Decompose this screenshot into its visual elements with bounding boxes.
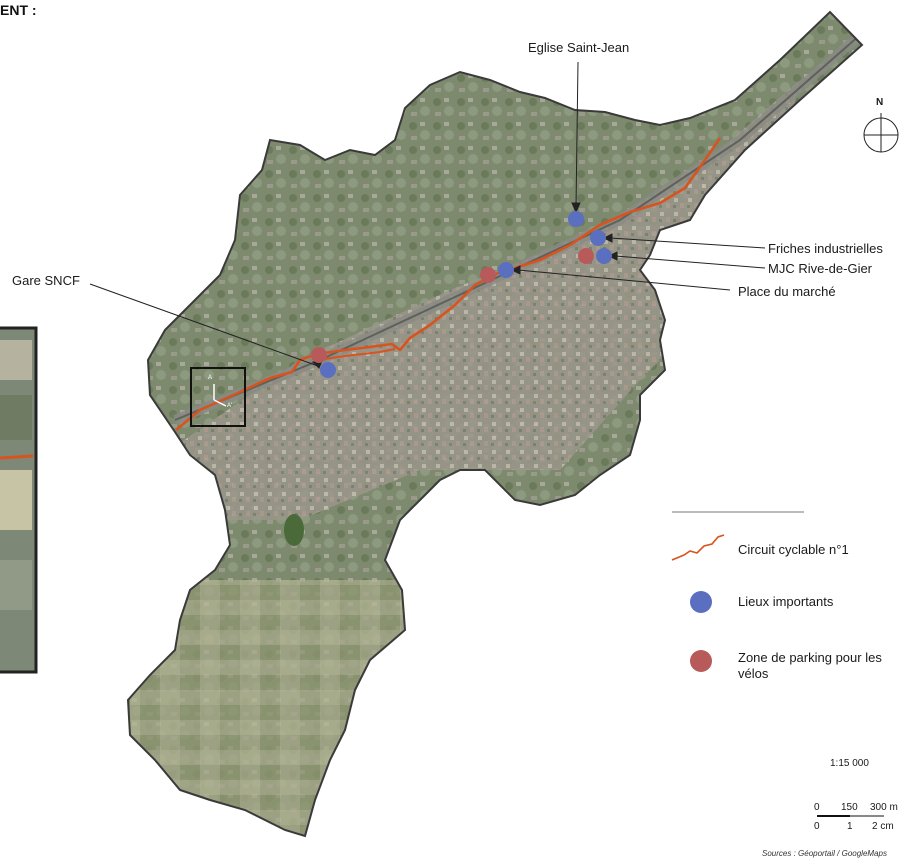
- legend-route-label: Circuit cyclable n°1: [738, 542, 849, 557]
- place-marker: [498, 262, 514, 278]
- legend-places-label: Lieux importants: [738, 594, 834, 609]
- north-arrow-icon: [863, 113, 899, 153]
- place-points[interactable]: [320, 211, 612, 378]
- scale-cm-2: 2 cm: [872, 821, 894, 832]
- scale-m-0: 0: [814, 802, 820, 813]
- scale-m-300: 300 m: [870, 802, 898, 813]
- header-fragment: ENT :: [0, 2, 37, 18]
- north-label: N: [876, 97, 884, 108]
- parking-marker: [480, 267, 496, 283]
- parking-marker: [578, 248, 594, 264]
- legend-places-icon: [690, 591, 712, 613]
- place-marker: [320, 362, 336, 378]
- scale-cm-0: 0: [814, 821, 820, 832]
- inset-mark-a: A: [208, 375, 213, 381]
- study-area-box[interactable]: [190, 367, 246, 427]
- place-marker: [590, 230, 606, 246]
- legend-parking-icon: [690, 650, 712, 672]
- label-eglise: Eglise Saint-Jean: [528, 40, 630, 55]
- label-mjc: MJC Rive-de-Gier: [768, 261, 873, 276]
- label-friches: Friches industrielles: [768, 241, 883, 256]
- inset-mark-a-prime: A': [227, 403, 233, 409]
- scale-ratio: 1:15 000: [830, 758, 869, 769]
- scale-m-150: 150: [841, 802, 858, 813]
- parking-points[interactable]: [311, 248, 594, 363]
- legend-parking-label: Zone de parking pour les vélos: [738, 650, 882, 681]
- sources-note: Sources : Géoportail / GoogleMaps: [762, 849, 887, 858]
- label-gare: Gare SNCF: [12, 273, 80, 288]
- scale-cm-1: 1: [847, 821, 853, 832]
- place-marker: [568, 211, 584, 227]
- label-place: Place du marché: [738, 284, 836, 299]
- legend-route-icon: [671, 534, 725, 561]
- place-marker: [596, 248, 612, 264]
- cycle-route[interactable]: [175, 137, 722, 431]
- parking-marker: [311, 347, 327, 363]
- inset-map: [0, 326, 38, 674]
